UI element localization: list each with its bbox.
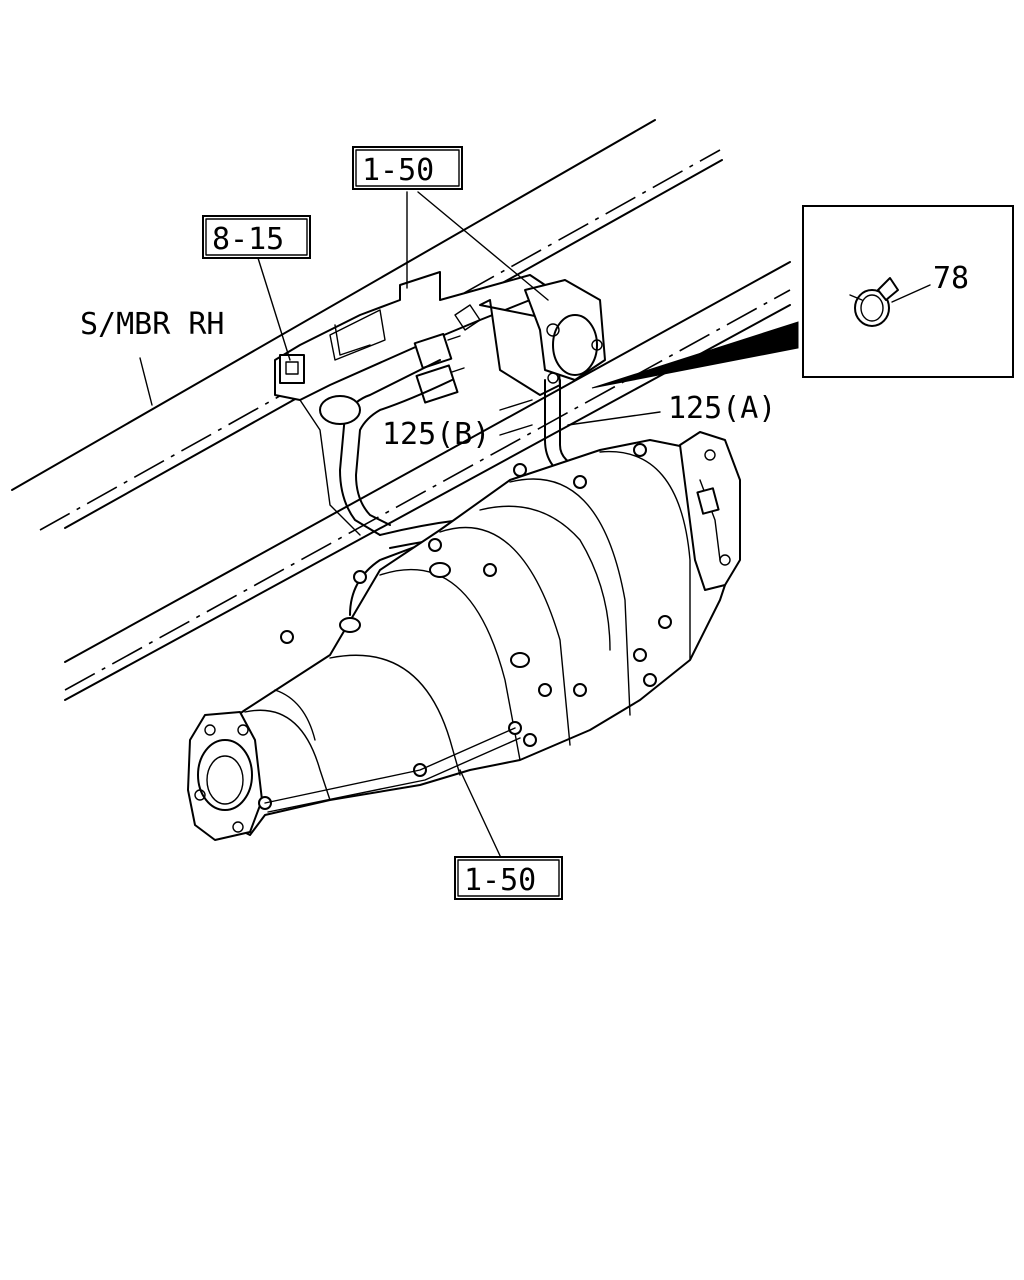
hose-clamp-icon — [849, 277, 899, 327]
part-125a-label: 125(A) — [668, 391, 776, 426]
inset-detail-box: 78 — [802, 205, 1014, 378]
side-member-label: S/MBR RH — [80, 307, 225, 342]
ref-top-label: 1-50 — [362, 153, 434, 188]
callout-side-member: S/MBR RH — [80, 307, 225, 342]
callout-ref-left[interactable]: 8-15 — [202, 215, 311, 259]
leader-lines — [139, 191, 799, 861]
part-125b-label: 125(B) — [382, 417, 490, 452]
ref-bottom-label: 1-50 — [464, 863, 536, 898]
callout-ref-top[interactable]: 1-50 — [352, 146, 463, 190]
inset-part-label: 78 — [933, 261, 969, 296]
dpd-converter-assembly — [187, 431, 741, 841]
callout-part-125a: 125(A) — [668, 391, 776, 426]
sensor-module — [524, 279, 606, 384]
harness-connectors — [413, 304, 481, 404]
callout-part-125b: 125(B) — [382, 417, 490, 452]
callout-ref-bottom[interactable]: 1-50 — [454, 856, 563, 900]
ref-left-label: 8-15 — [212, 222, 284, 257]
